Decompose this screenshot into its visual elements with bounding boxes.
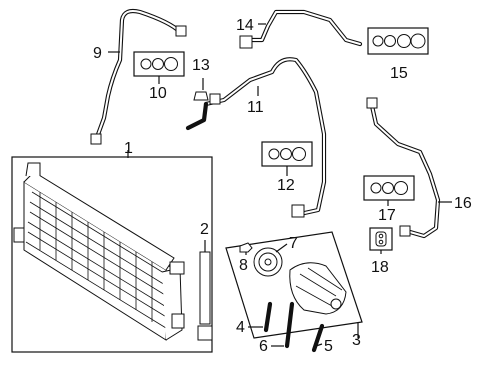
callout-15: 15	[390, 65, 408, 82]
oring-kit-17: 17	[363, 175, 415, 224]
leader-5	[315, 343, 323, 347]
callout-14: 14	[236, 17, 254, 34]
callout-3: 3	[352, 332, 361, 349]
valve-13: 13	[192, 57, 210, 101]
hose-9: 9	[90, 8, 187, 145]
hose-16: 16	[366, 97, 472, 239]
compressor-group: 3 7 8	[225, 231, 363, 349]
oring-kit-15: 15	[367, 27, 429, 82]
callout-6: 6	[259, 338, 268, 355]
callout-4: 4	[236, 319, 245, 336]
callout-18: 18	[371, 259, 389, 276]
oring-kit-10: 10	[133, 51, 185, 102]
compressor-frame-box	[225, 231, 363, 339]
callout-11: 11	[247, 99, 264, 116]
condenser-core	[13, 162, 185, 341]
condenser-frame-box	[11, 156, 213, 353]
callout-5: 5	[324, 338, 333, 355]
callout-9: 9	[93, 45, 102, 62]
callout-12: 12	[277, 177, 295, 194]
callout-2: 2	[200, 221, 209, 238]
callout-8: 8	[239, 257, 248, 274]
hose-14: 14	[236, 9, 363, 49]
drier-body	[199, 251, 211, 325]
callout-17: 17	[378, 207, 396, 224]
oring-kit-12: 12	[261, 141, 313, 194]
callout-7: 7	[289, 235, 298, 252]
mounting-bolts: 4 6 5	[236, 301, 333, 355]
condenser-assembly: 1	[11, 140, 213, 353]
bolt-8	[239, 242, 253, 253]
callout-13: 13	[192, 57, 210, 74]
callout-1: 1	[124, 140, 133, 157]
gasket-18: 18	[369, 227, 393, 276]
hose-11: 11	[185, 57, 327, 218]
receiver-drier: 2	[197, 221, 213, 341]
callout-10: 10	[149, 85, 167, 102]
callout-16: 16	[454, 195, 472, 212]
leader-7	[275, 243, 288, 253]
